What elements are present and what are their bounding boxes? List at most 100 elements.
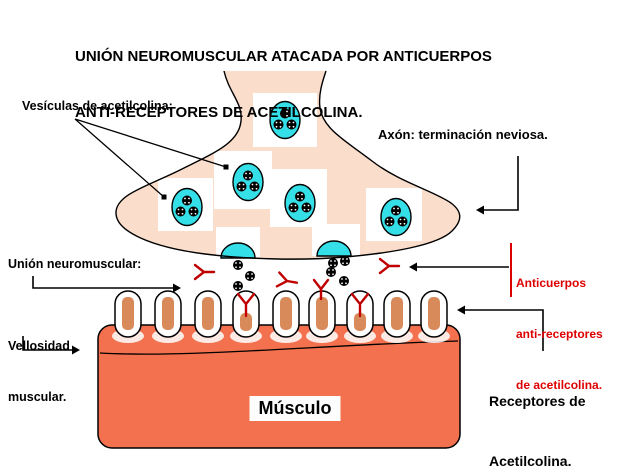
arrow-line [32,276,179,289]
receptor-villus [192,290,224,343]
molecule-dot [390,218,393,221]
molecule-dot [282,110,284,113]
molecule-dot [346,258,348,260]
molecule-dot [286,114,288,117]
molecule-dot [279,125,282,128]
acetylcholine-molecule [188,206,199,217]
acetylcholine-molecule [236,181,247,192]
molecule-dot [238,187,241,190]
receptor-channel-bar [428,297,440,330]
molecule-dot [397,211,399,214]
molecule-dot [242,183,245,186]
molecule-dot [403,218,406,221]
molecule-dot [292,121,295,124]
antibody-icon [312,278,330,301]
molecule-dot [386,218,389,221]
receptor-channel-bar [162,297,174,330]
receptors-label-line-2: Acetilcolina. [489,453,572,469]
page-title: UNIÓN NEUROMUSCULAR ATACADA POR ANTICUER… [75,11,492,159]
villus-label-line-1: Vellosidad [8,339,70,353]
muscle-label: Músculo [249,396,341,421]
fusing-vesicle-dome [220,242,256,259]
molecule-dot [279,121,282,124]
molecule-dot [286,110,288,113]
antibodies-label-line-3: de acetilcolina. [516,378,603,392]
molecule-dot [188,197,190,200]
molecule-dot [184,201,186,204]
arrowhead-icon [457,305,465,315]
molecule-dot [194,212,197,215]
acetylcholine-vesicle [380,197,412,237]
receptors-label-line-1: Receptores de [489,393,586,409]
molecule-dot [282,114,284,117]
junction-label: Unión neuromuscular: [8,257,142,271]
molecule-dot [328,269,330,271]
molecule-dot [330,260,332,262]
receptor-villus [112,290,144,343]
axon-terminal-outline [115,70,461,260]
muscle-block [97,324,461,449]
antibody-icon [378,257,401,275]
title-line-2: ANTI-RECEPTORES DE ACETILCOLINA. [75,103,363,121]
molecule-body [245,271,255,281]
molecule-body [339,276,349,286]
molecule-body [233,260,243,270]
molecule-dot [345,278,347,280]
arrow-line [478,156,519,211]
molecule-body [249,181,260,192]
acetylcholine-molecule [384,216,395,227]
molecule-dot [238,183,241,186]
vesicle-membrane [284,183,316,223]
molecule-body [182,195,192,206]
muscle-membrane-line [99,340,459,355]
molecule-dot [239,287,241,290]
molecule-dot [294,204,297,207]
molecule-body [384,216,395,227]
acetylcholine-molecule [280,108,290,119]
molecule-dot [288,125,291,128]
blocking-antibody-icon [350,292,370,318]
vesicles-label: Vesículas de acetilcolina: [22,99,173,113]
acetylcholine-molecule [286,119,297,130]
acetylcholine-molecule [328,258,338,268]
pointer-line [74,118,227,168]
molecule-dot [290,204,293,207]
molecule-body [233,281,243,291]
molecule-dot [403,222,406,225]
receptor-channel-bar [240,313,252,331]
molecule-dot [399,222,402,225]
molecule-dot [249,176,251,179]
vesicle-membrane [171,187,203,227]
receptor-channel-bar [391,297,403,330]
molecule-dot [251,187,254,190]
molecule-dot [307,208,310,211]
molecule-body [301,202,312,213]
acetylcholine-molecule [397,216,408,227]
arrow-line [22,336,78,351]
molecule-dot [235,283,237,285]
molecule-dot [242,187,245,190]
acetylcholine-molecule [295,191,305,202]
acetylcholine-molecule [340,256,350,266]
molecule-dot [235,287,237,290]
molecule-dot [290,208,293,211]
molecule-body [397,216,408,227]
antibody-icon [193,263,216,281]
molecule-dot [184,197,186,200]
molecule-dot [332,269,334,271]
molecule-dot [235,266,237,269]
molecule-dot [332,273,334,276]
acetylcholine-molecule [273,119,284,130]
molecule-dot [235,262,237,264]
molecule-dot [294,208,297,211]
acetylcholine-molecule [233,260,243,270]
acetylcholine-molecule [391,205,401,216]
molecule-body [175,206,186,217]
molecule-dot [251,183,254,186]
antibodies-label: Anticuerpos anti-receptores de acetilcol… [516,241,603,428]
molecule-body [391,205,401,216]
receptor-channel-bar [316,297,328,330]
villus-label: Vellosidad muscular. [8,304,70,440]
molecule-dot [342,262,344,265]
